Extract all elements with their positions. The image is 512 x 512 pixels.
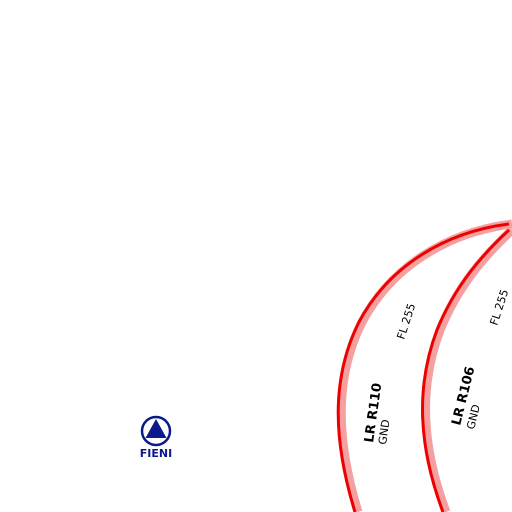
area-halo: [421, 226, 512, 512]
restricted-area-lr-r106[interactable]: [421, 226, 512, 512]
triangle-in-circle-icon: [140, 415, 172, 447]
waypoint-fieni[interactable]: FIENI: [140, 415, 172, 460]
area-boundary: [421, 228, 511, 512]
area-lower-limit-label: GND: [464, 403, 483, 431]
area-upper-limit-label: FL 255: [394, 302, 418, 341]
waypoint-label: FIENI: [140, 447, 172, 460]
area-lower-limit-label: GND: [376, 419, 392, 446]
area-upper-limit-label: FL 255: [487, 288, 511, 327]
area-boundary: [336, 222, 510, 512]
restricted-area-lr-r110[interactable]: [336, 219, 512, 512]
